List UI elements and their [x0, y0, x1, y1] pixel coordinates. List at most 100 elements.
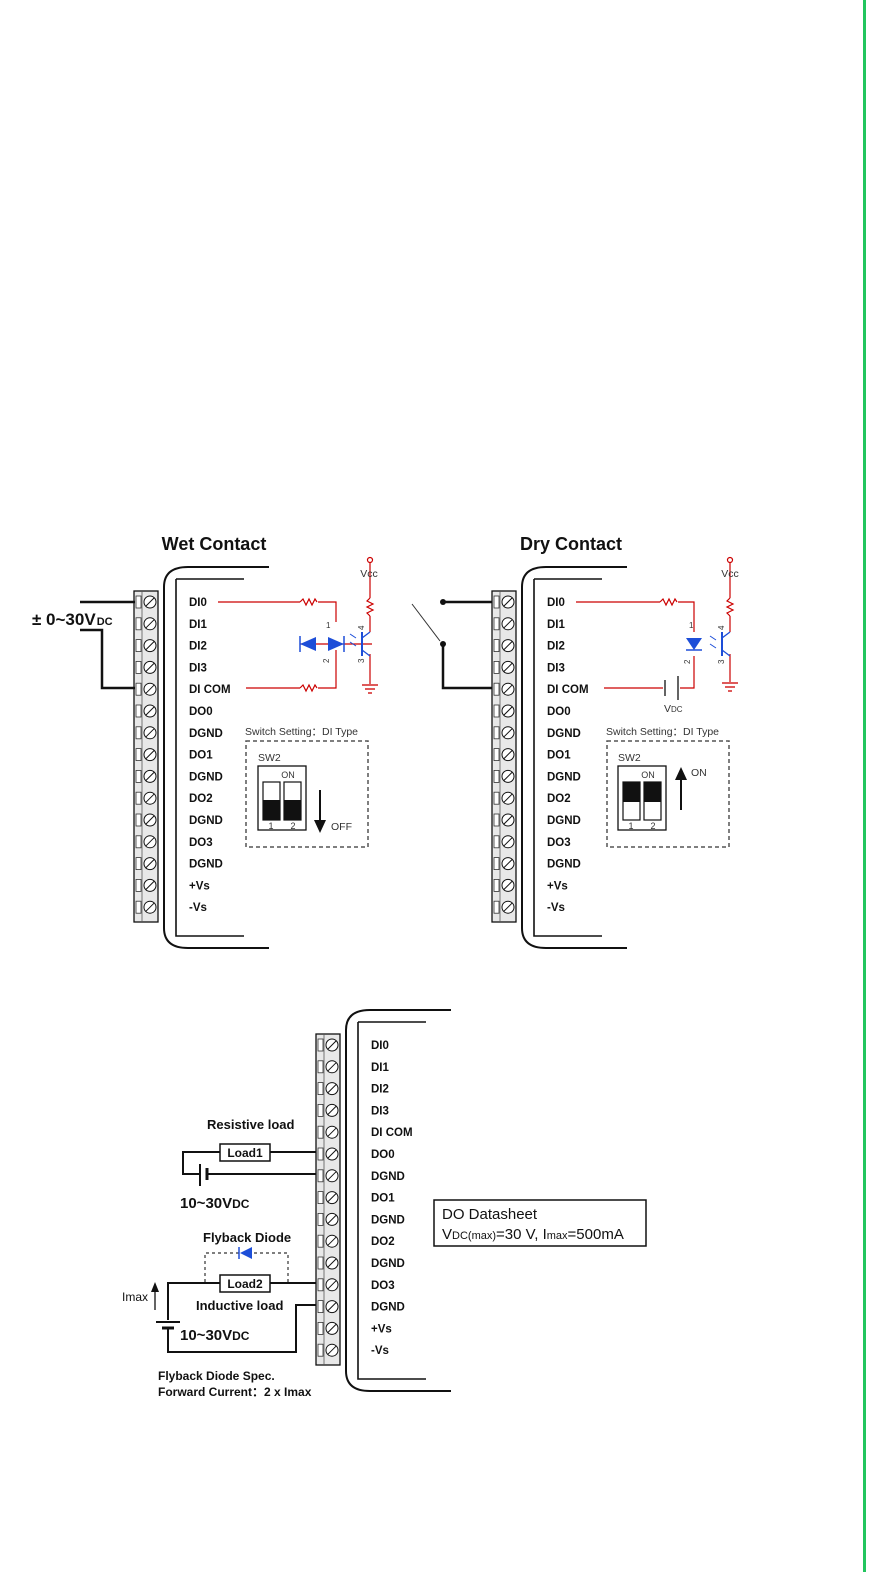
dry-terminal-label: DI3	[547, 662, 565, 674]
dry-on-label: ON	[691, 767, 707, 779]
imax-label: Imax	[122, 1290, 148, 1304]
dry-terminal-label: DO1	[547, 750, 571, 762]
wet-screw-icon	[135, 726, 157, 740]
dry-screw-icon	[493, 791, 515, 805]
dry-terminal-label: DGND	[547, 859, 581, 871]
dry-terminal-label: DGND	[547, 771, 581, 783]
dry-vcc-label: Vcc	[721, 568, 739, 580]
do-screw-icon	[317, 1125, 339, 1139]
dry-sw-on: ON	[641, 770, 655, 780]
wet-vcc-label: Vcc	[360, 568, 378, 580]
dry-pin-1: 1	[689, 621, 694, 630]
dry-contact-title: Dry Contact	[520, 534, 622, 554]
dry-terminal-label: DI COM	[547, 684, 589, 696]
do-terminal-label: DI COM	[371, 1127, 413, 1139]
dry-screw-icon	[493, 617, 515, 631]
wet-screw-icon	[135, 878, 157, 892]
supply1-label: 10~30VDC	[180, 1195, 250, 1212]
wet-terminal-label: DGND	[189, 728, 223, 740]
wet-terminal-label: DGND	[189, 771, 223, 783]
wet-terminal-label: DI1	[189, 619, 208, 631]
do-screw-icon	[317, 1234, 339, 1248]
dry-pin-3: 3	[717, 659, 726, 664]
wet-screw-icon	[135, 617, 157, 631]
wet-screw-icon	[135, 595, 157, 609]
dry-terminal-label: DI0	[547, 597, 565, 609]
dry-terminal-label: +Vs	[547, 880, 568, 892]
wet-screw-icon	[135, 639, 157, 653]
do-screw-icon	[317, 1147, 339, 1161]
dry-screw-icon	[493, 878, 515, 892]
wet-terminal-label: DI2	[189, 641, 207, 653]
wet-off-label: OFF	[331, 821, 352, 833]
do-screw-icon	[317, 1169, 339, 1183]
wet-screw-icon	[135, 748, 157, 762]
wet-sw-on: ON	[281, 770, 295, 780]
load1-label: Load1	[227, 1146, 263, 1160]
do-terminal-label: DI2	[371, 1084, 389, 1096]
dry-screw-icon	[493, 748, 515, 762]
wet-screw-icon	[135, 857, 157, 871]
wet-sw-2: 2	[290, 821, 295, 831]
do-terminal-label: DO3	[371, 1280, 395, 1292]
do-datasheet-title: DO Datasheet	[442, 1206, 538, 1223]
dry-terminal-label: -Vs	[547, 902, 565, 914]
wet-pin-4: 4	[357, 625, 366, 630]
dry-screw-icon	[493, 639, 515, 653]
wet-terminal-label: DI COM	[189, 684, 231, 696]
load2-label: Load2	[227, 1277, 263, 1291]
do-screw-icon	[317, 1343, 339, 1357]
dry-screw-icon	[493, 704, 515, 718]
dry-pin-4: 4	[717, 625, 726, 630]
do-screw-icon	[317, 1256, 339, 1270]
dry-vdc-label: VDC	[664, 703, 683, 715]
do-screw-icon	[317, 1278, 339, 1292]
dry-screw-icon	[493, 900, 515, 914]
do-screw-icon	[317, 1038, 339, 1052]
dry-screw-icon	[493, 726, 515, 740]
dry-terminal-label: DO3	[547, 837, 571, 849]
do-terminal-label: DO1	[371, 1193, 395, 1205]
dry-pin-2: 2	[683, 659, 692, 664]
do-screw-icon	[317, 1103, 339, 1117]
dry-terminal-label: DGND	[547, 815, 581, 827]
wet-screw-icon	[135, 769, 157, 783]
do-terminal-label: +Vs	[371, 1323, 392, 1335]
do-screw-icon	[317, 1082, 339, 1096]
do-terminal-label: DI1	[371, 1062, 390, 1074]
do-terminal-label: DGND	[371, 1258, 405, 1270]
wet-terminal-label: DO0	[189, 706, 213, 718]
wet-sw-name: SW2	[258, 752, 281, 764]
dry-screw-icon	[493, 813, 515, 827]
inductive-load-label: Inductive load	[196, 1298, 283, 1313]
do-screw-icon	[317, 1060, 339, 1074]
wet-screw-icon	[135, 835, 157, 849]
do-screw-icon	[317, 1191, 339, 1205]
do-datasheet-values: VDC(max)=30 V, Imax=500mA	[442, 1226, 624, 1243]
do-screw-icon	[317, 1300, 339, 1314]
dry-sw-2: 2	[650, 821, 655, 831]
do-terminal-label: DI3	[371, 1105, 389, 1117]
flyback-diode-label: Flyback Diode	[203, 1230, 291, 1245]
resistive-load-label: Resistive load	[207, 1117, 294, 1132]
wet-terminal-label: DO3	[189, 837, 213, 849]
wet-voltage-label: ± 0~30VDC	[32, 610, 113, 629]
dry-screw-icon	[493, 595, 515, 609]
wet-pin-2: 2	[322, 658, 331, 663]
dry-terminal-label: DGND	[547, 728, 581, 740]
wet-terminal-label: DI3	[189, 662, 207, 674]
wet-terminal-label: -Vs	[189, 902, 207, 914]
do-terminal-label: DO2	[371, 1236, 395, 1248]
do-terminal-label: DI0	[371, 1040, 389, 1052]
flyback-spec-line2: Forward Current：2 x Imax	[158, 1385, 312, 1399]
dry-terminal-label: DO2	[547, 793, 571, 805]
wet-screw-icon	[135, 900, 157, 914]
wet-terminal-label: DO1	[189, 750, 213, 762]
page-right-border	[863, 0, 866, 1572]
wet-switch-title: Switch Setting：DI Type	[245, 726, 358, 738]
wet-screw-icon	[135, 813, 157, 827]
